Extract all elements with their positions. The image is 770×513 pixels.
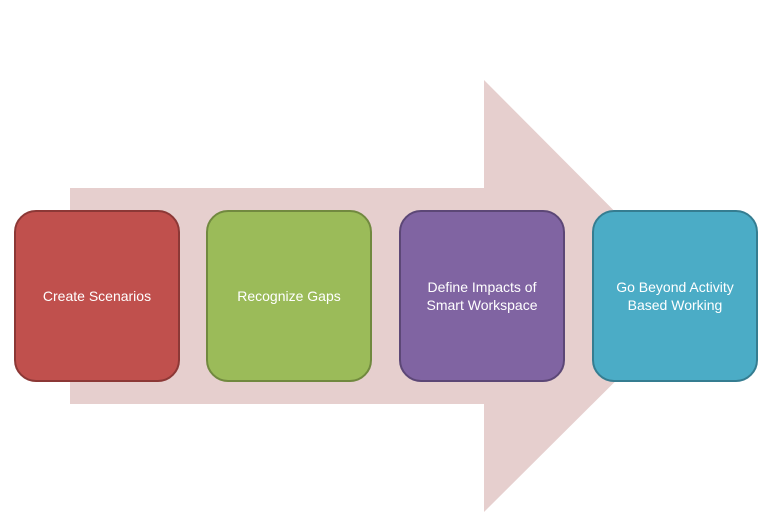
- step-define-impacts: Define Impacts of Smart Workspace: [399, 210, 565, 382]
- step-label: Go Beyond Activity Based Working: [616, 279, 734, 313]
- step-label: Recognize Gaps: [237, 288, 341, 304]
- step-label: Define Impacts of Smart Workspace: [426, 279, 538, 313]
- arrow-shape: [70, 80, 700, 512]
- step-go-beyond-abw: Go Beyond Activity Based Working: [592, 210, 758, 382]
- step-create-scenarios: Create Scenarios: [14, 210, 180, 382]
- step-recognize-gaps: Recognize Gaps: [206, 210, 372, 382]
- step-label: Create Scenarios: [42, 288, 152, 304]
